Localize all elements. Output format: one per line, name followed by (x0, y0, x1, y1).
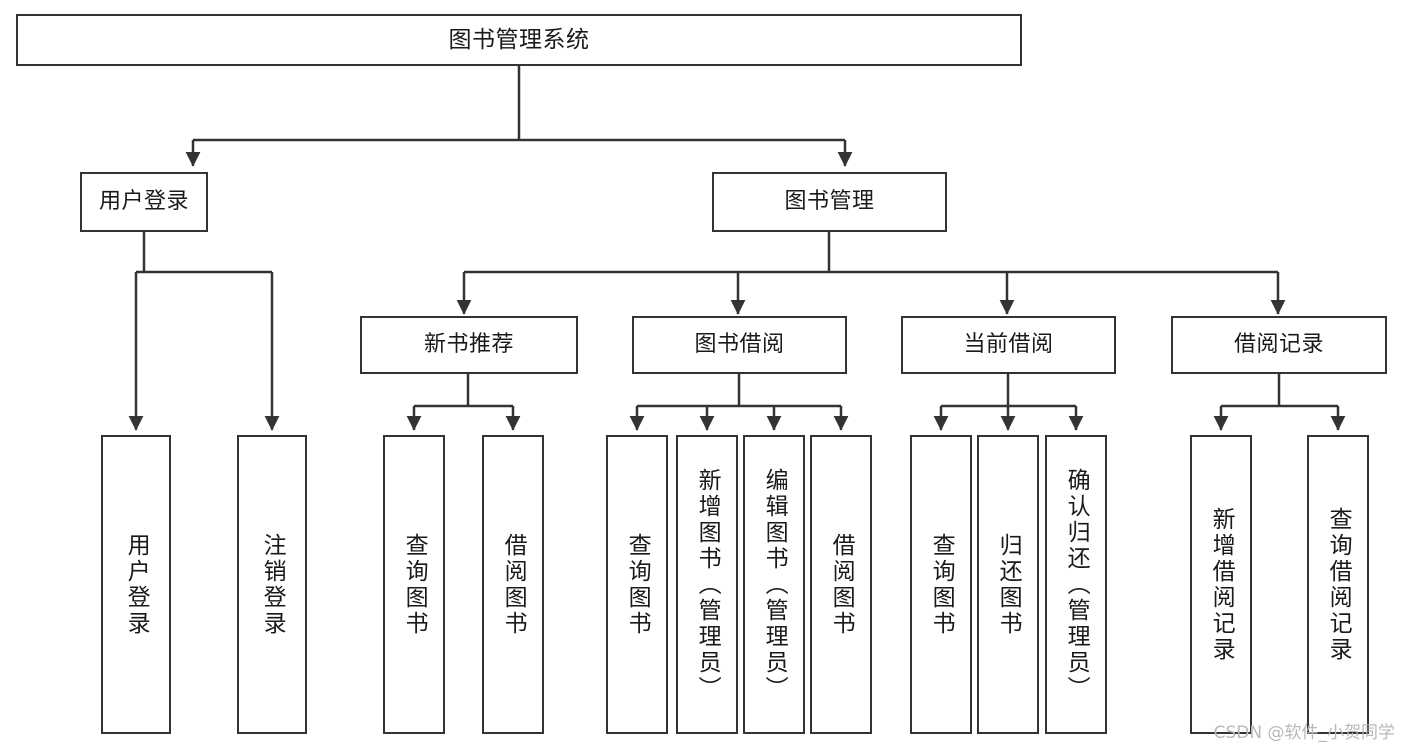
node-leaf-borrow-book-2-label: 借阅图书 (828, 532, 855, 637)
node-user-login[interactable]: 用户登录 (80, 172, 208, 232)
node-borrow-record[interactable]: 借阅记录 (1171, 316, 1387, 374)
node-leaf-confirm-return-label: 确认归还（管理员） (1063, 467, 1090, 702)
node-leaf-borrow-book-2[interactable]: 借阅图书 (810, 435, 872, 734)
node-current-borrow[interactable]: 当前借阅 (901, 316, 1116, 374)
node-leaf-user-login[interactable]: 用户登录 (101, 435, 171, 734)
node-leaf-logout-label: 注销登录 (259, 532, 286, 637)
node-leaf-query-book-2[interactable]: 查询图书 (606, 435, 668, 734)
node-new-book-recommend-label: 新书推荐 (423, 331, 514, 357)
watermark-text: CSDN @软件_小贺同学 (1213, 723, 1395, 743)
node-leaf-edit-book-label: 编辑图书（管理员） (761, 467, 788, 702)
node-book-manage-label: 图书管理 (784, 188, 875, 214)
node-leaf-query-book-1[interactable]: 查询图书 (383, 435, 445, 734)
node-leaf-borrow-book-1[interactable]: 借阅图书 (482, 435, 544, 734)
node-leaf-query-book-1-label: 查询图书 (401, 532, 428, 637)
node-user-login-label: 用户登录 (98, 188, 189, 214)
node-borrow-record-label: 借阅记录 (1233, 331, 1324, 357)
node-leaf-borrow-book-1-label: 借阅图书 (500, 532, 527, 637)
node-leaf-return-book[interactable]: 归还图书 (977, 435, 1039, 734)
node-leaf-query-record-label: 查询借阅记录 (1325, 506, 1352, 663)
node-leaf-add-record[interactable]: 新增借阅记录 (1190, 435, 1252, 734)
node-leaf-confirm-return[interactable]: 确认归还（管理员） (1045, 435, 1107, 734)
node-current-borrow-label: 当前借阅 (963, 331, 1054, 357)
node-leaf-query-book-2-label: 查询图书 (624, 532, 651, 637)
node-book-borrow[interactable]: 图书借阅 (632, 316, 847, 374)
node-leaf-logout[interactable]: 注销登录 (237, 435, 307, 734)
node-leaf-add-record-label: 新增借阅记录 (1208, 506, 1235, 663)
node-leaf-add-book-label: 新增图书（管理员） (694, 467, 721, 702)
node-root-label: 图书管理系统 (448, 26, 590, 53)
node-leaf-query-record[interactable]: 查询借阅记录 (1307, 435, 1369, 734)
node-book-borrow-label: 图书借阅 (694, 331, 785, 357)
node-leaf-query-book-3[interactable]: 查询图书 (910, 435, 972, 734)
node-book-manage[interactable]: 图书管理 (712, 172, 947, 232)
node-leaf-add-book[interactable]: 新增图书（管理员） (676, 435, 738, 734)
node-leaf-return-book-label: 归还图书 (995, 532, 1022, 637)
node-leaf-edit-book[interactable]: 编辑图书（管理员） (743, 435, 805, 734)
node-leaf-user-login-label: 用户登录 (123, 532, 150, 637)
node-leaf-query-book-3-label: 查询图书 (928, 532, 955, 637)
node-root[interactable]: 图书管理系统 (16, 14, 1022, 66)
node-new-book-recommend[interactable]: 新书推荐 (360, 316, 578, 374)
